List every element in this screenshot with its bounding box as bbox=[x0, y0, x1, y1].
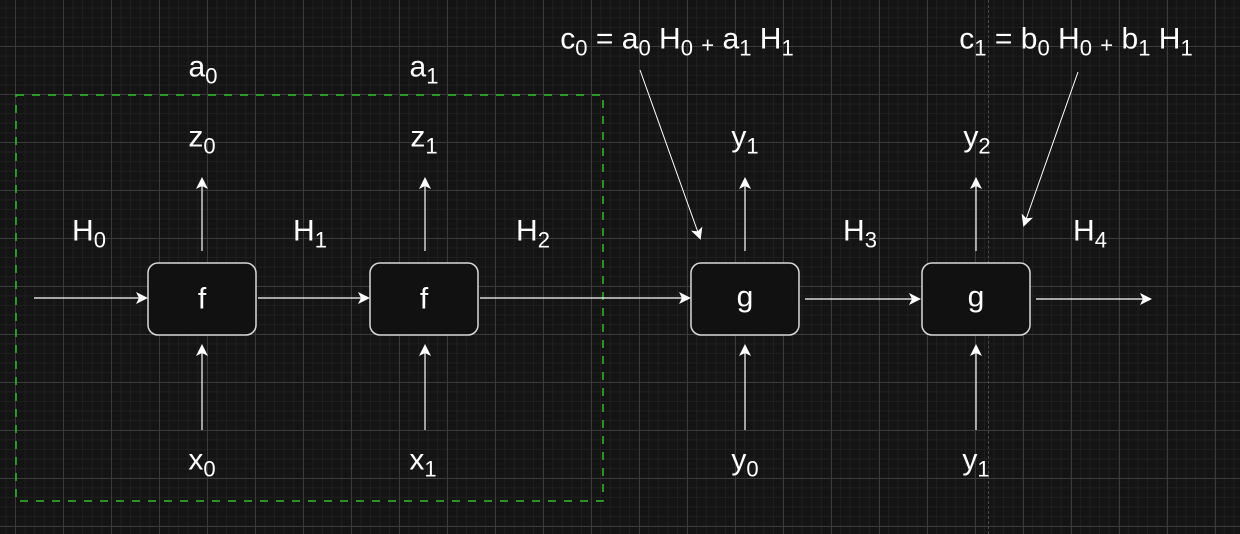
node-f1-label: f bbox=[420, 283, 429, 316]
label-a1: a1 bbox=[409, 50, 439, 89]
node-g1[interactable]: g bbox=[921, 262, 1031, 336]
label-H1: H1 bbox=[293, 214, 327, 253]
label-z0: z0 bbox=[188, 120, 216, 159]
node-g1-label: g bbox=[968, 281, 985, 314]
node-f0-label: f bbox=[198, 283, 207, 316]
label-y2-out: y2 bbox=[963, 120, 991, 159]
context-equation-c0: c0 = a0 H0 + a1 H1 bbox=[560, 22, 794, 61]
label-x0: x0 bbox=[188, 443, 216, 482]
label-H4: H4 bbox=[1073, 214, 1107, 253]
node-f1[interactable]: f bbox=[369, 262, 479, 336]
label-y0-in: y0 bbox=[731, 443, 759, 482]
context-c0-pointer bbox=[639, 69, 703, 240]
label-H2: H2 bbox=[516, 214, 550, 253]
node-g0[interactable]: g bbox=[690, 262, 800, 336]
label-H0: H0 bbox=[72, 214, 106, 253]
label-a0: a0 bbox=[188, 50, 218, 89]
label-x1: x1 bbox=[409, 443, 437, 482]
node-g0-label: g bbox=[737, 281, 754, 314]
label-y1-out: y1 bbox=[731, 120, 759, 159]
label-y1-in: y1 bbox=[962, 443, 990, 482]
context-equation-c1: c1 = b0 H0 + b1 H1 bbox=[959, 22, 1193, 61]
label-H3: H3 bbox=[843, 214, 877, 253]
label-z1: z1 bbox=[410, 120, 438, 159]
context-c1-pointer bbox=[1021, 71, 1079, 227]
node-f0[interactable]: f bbox=[147, 262, 257, 336]
